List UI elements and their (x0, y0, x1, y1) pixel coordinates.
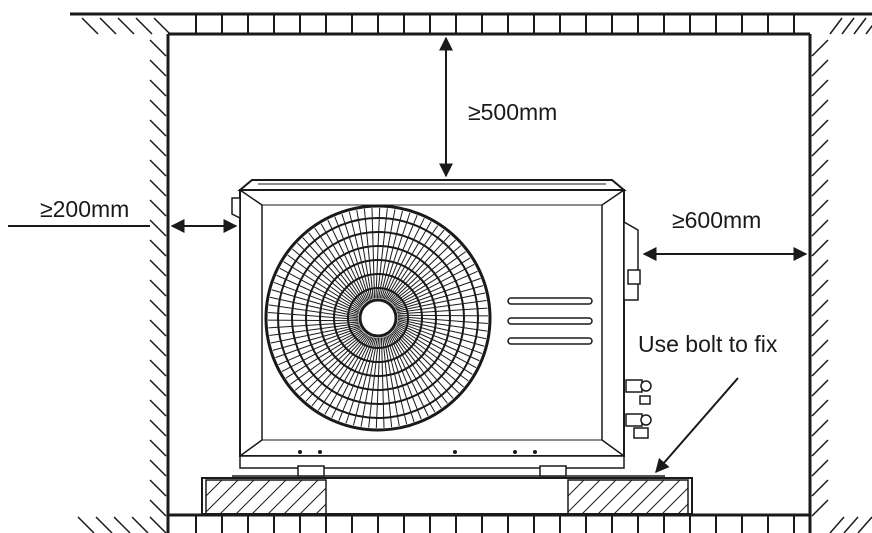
base-block-right-hatch (567, 479, 689, 515)
left-wall-hatch (149, 39, 167, 517)
corner-hatch-top-right (829, 17, 872, 35)
right-wall-hatch (811, 39, 829, 517)
left-wall (149, 34, 170, 533)
corner-hatch-top-left (81, 17, 171, 35)
floor-hatch (195, 515, 795, 533)
right-wall (808, 34, 829, 533)
support-base (201, 475, 693, 515)
unit-vents (507, 297, 593, 345)
left-clearance-label: ≥200mm (40, 196, 129, 222)
bolt-note-label: Use bolt to fix (638, 331, 778, 357)
bolt-callout: Use bolt to fix (634, 330, 806, 474)
corner-hatch-bottom-left (77, 516, 167, 533)
ceiling-hatch (195, 14, 795, 34)
right-clearance-label: ≥600mm (672, 207, 761, 233)
top-clearance-label: ≥500mm (468, 99, 557, 125)
right-clearance-dimension: ≥600mm (642, 207, 808, 261)
top-clearance-dimension: ≥500mm (439, 36, 557, 178)
base-block-left-hatch (205, 479, 327, 515)
floor (77, 513, 872, 533)
left-clearance-dimension: ≥200mm (8, 196, 238, 233)
ceiling-wall (70, 12, 872, 36)
corner-hatch-bottom-right (829, 516, 872, 533)
valve-panel (623, 220, 652, 439)
fan-grille (264, 204, 492, 432)
